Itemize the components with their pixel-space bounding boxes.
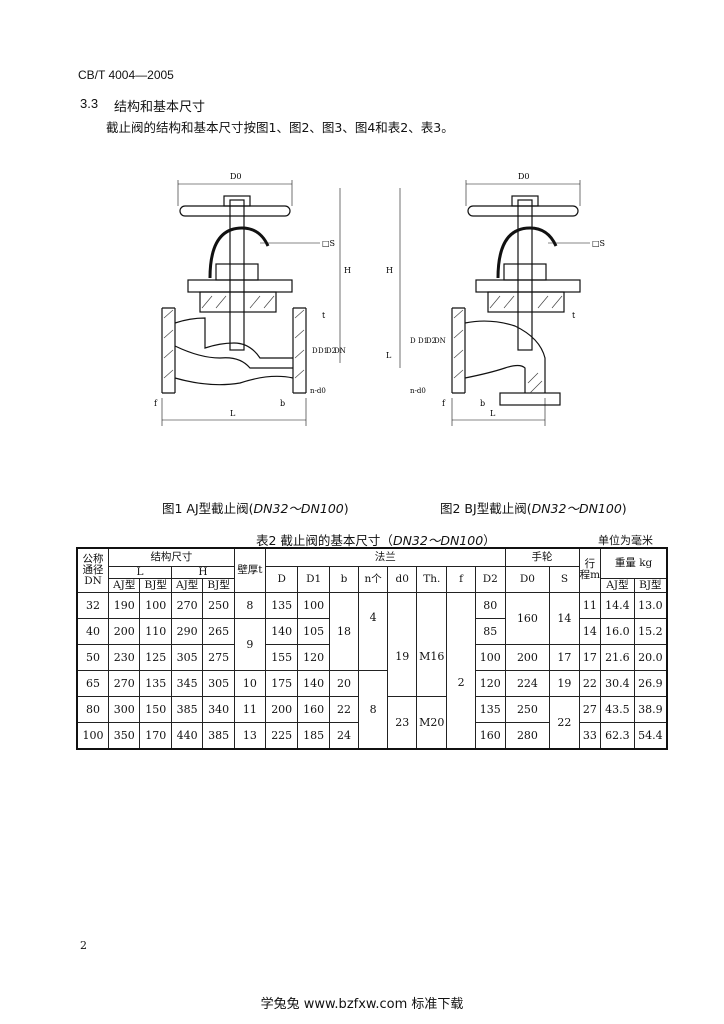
section-body: 截止阀的结构和基本尺寸按图1、图2、图3、图4和表2、表3。 bbox=[106, 120, 454, 135]
th-handwheel: 手轮 bbox=[504, 547, 580, 567]
fig1-label-f: f bbox=[154, 399, 158, 408]
fig1-label-l: L bbox=[230, 409, 236, 418]
fig2-label-d: D bbox=[410, 337, 416, 345]
fig1-label-d1: D1 bbox=[318, 347, 328, 355]
fig2-label-nd0: n-d0 bbox=[410, 387, 426, 395]
th-f: f bbox=[446, 565, 476, 593]
fig2-label-d2: D2 bbox=[426, 337, 436, 345]
th-b: b bbox=[328, 565, 360, 593]
th-w-aj: AJ型 bbox=[600, 577, 635, 593]
fig2-label-dn: DN bbox=[434, 337, 446, 345]
section-title: 结构和基本尺寸 bbox=[114, 100, 206, 115]
fig2-label-l: L bbox=[490, 409, 496, 418]
th-s: S bbox=[549, 565, 580, 593]
fig2-label-l-side: L bbox=[386, 351, 392, 360]
th-stroke: 行程m bbox=[578, 547, 602, 593]
fig1-label-s: □S bbox=[322, 239, 335, 248]
page-number: 2 bbox=[80, 939, 87, 952]
th-h-bj: BJ型 bbox=[202, 577, 235, 593]
fig2-label-h: H bbox=[386, 266, 393, 275]
th-l-bj: BJ型 bbox=[139, 577, 172, 593]
fig1-label-d0: D0 bbox=[230, 172, 242, 181]
fig2-label-f: f bbox=[442, 399, 446, 408]
th-flange: 法兰 bbox=[264, 547, 506, 567]
th-l: L bbox=[108, 565, 172, 579]
fig1-label-nd0: n-d0 bbox=[310, 387, 326, 395]
table-title: 表2 截止阀的基本尺寸（DN32～DN100） bbox=[256, 533, 496, 548]
th-d0: d0 bbox=[387, 565, 418, 593]
fig2-label-d0: D0 bbox=[518, 172, 530, 181]
table-unit: 单位为毫米 bbox=[598, 534, 653, 547]
th-hw-d0: D0 bbox=[504, 565, 551, 593]
figure-1-drawing: D0 H □S L b f t D D1 D2 DN n-d0 bbox=[154, 172, 351, 426]
th-h-aj: AJ型 bbox=[170, 577, 204, 593]
th-d2: D2 bbox=[474, 565, 506, 593]
fig1-label-d: D bbox=[312, 347, 318, 355]
th-weight: 重量 kg bbox=[600, 547, 668, 579]
footer-watermark: 学兔兔 www.bzfxw.com 标准下载 bbox=[260, 997, 464, 1012]
fig2-label-t: t bbox=[572, 311, 576, 320]
figure-2-drawing: D0 H □S L L b f t D D1 D2 DN n-d0 bbox=[386, 172, 605, 426]
standard-code: CB/T 4004—2005 bbox=[78, 68, 174, 82]
figure-1-caption: 图1 AJ型截止阀(DN32～DN100) bbox=[162, 501, 349, 516]
dimensions-table: 公称通径DN 结构尺寸 壁厚t 法兰 手轮 行程m 重量 kg L H D D1… bbox=[76, 547, 668, 750]
th-th: Th. bbox=[416, 565, 448, 593]
fig1-label-dn: DN bbox=[334, 347, 346, 355]
th-d1: D1 bbox=[297, 565, 330, 593]
fig2-label-b: b bbox=[480, 399, 485, 408]
fig1-label-t: t bbox=[322, 311, 326, 320]
th-n: n个 bbox=[358, 565, 389, 593]
fig1-label-d2: D2 bbox=[326, 347, 336, 355]
fig2-label-d1: D1 bbox=[418, 337, 428, 345]
figure-2-caption: 图2 BJ型截止阀(DN32～DN100) bbox=[440, 501, 627, 516]
th-structure: 结构尺寸 bbox=[108, 547, 235, 567]
th-d: D bbox=[264, 565, 299, 593]
section-number: 3.3 bbox=[80, 96, 99, 111]
th-dn: 公称通径DN bbox=[76, 547, 109, 593]
th-wall: 壁厚t bbox=[233, 547, 266, 593]
fig1-label-h: H bbox=[344, 266, 351, 275]
th-l-aj: AJ型 bbox=[107, 577, 141, 593]
fig1-label-b: b bbox=[280, 399, 285, 408]
th-h: H bbox=[170, 565, 235, 579]
th-w-bj: BJ型 bbox=[633, 577, 668, 593]
fig2-label-s: □S bbox=[592, 239, 605, 248]
